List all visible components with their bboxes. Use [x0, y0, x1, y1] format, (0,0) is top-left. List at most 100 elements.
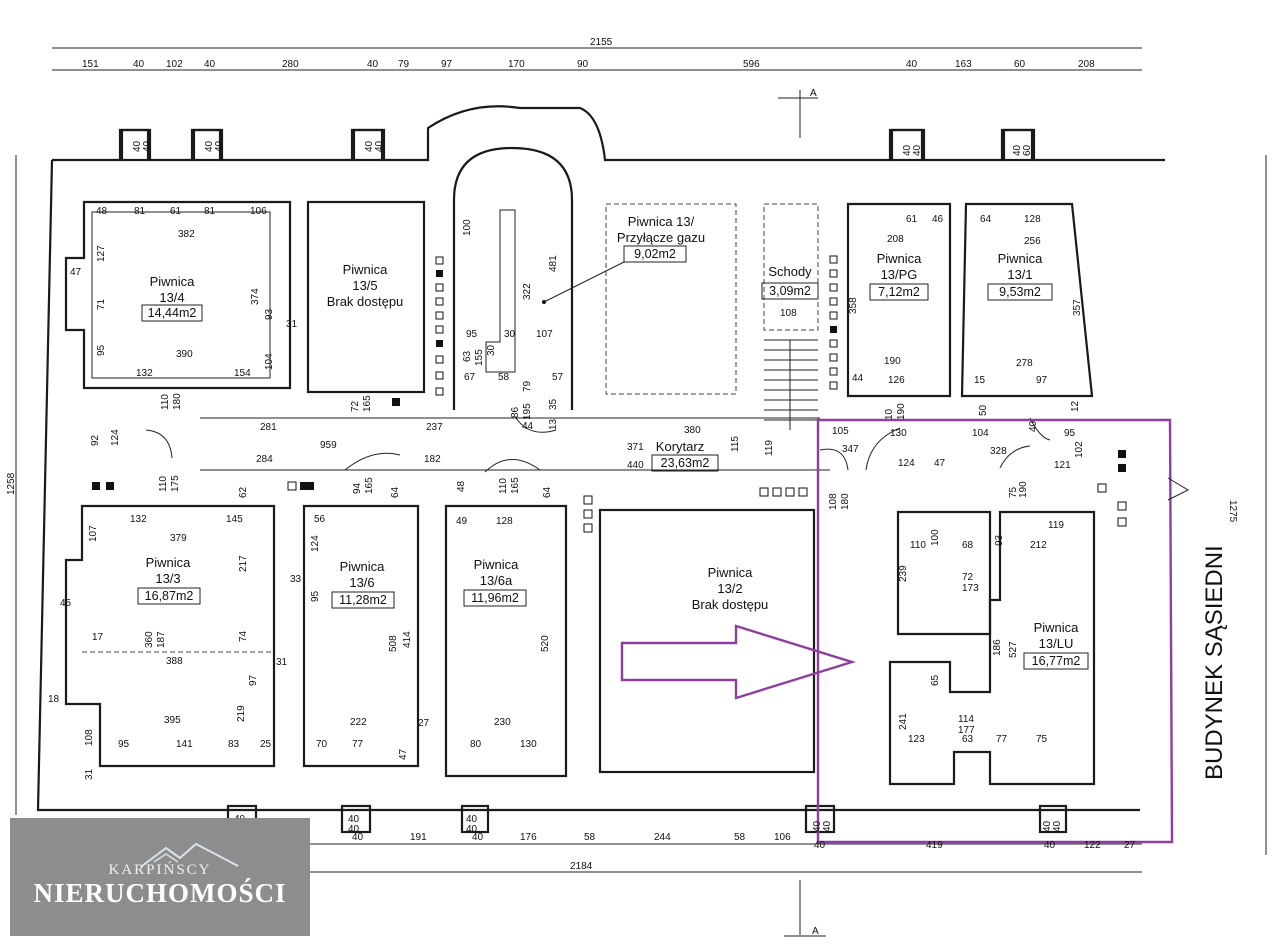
- dim-interior: 95: [1064, 428, 1076, 439]
- dim-interior: 100: [930, 529, 941, 546]
- dim-top: 102: [166, 59, 183, 70]
- logo-main-text: NIERUCHOMOŚCI: [33, 878, 287, 908]
- dim-interior: 10: [884, 408, 895, 420]
- dim-bottom: 244: [654, 832, 671, 843]
- dim-top: 90: [577, 59, 589, 70]
- dim-interior: 379: [170, 533, 187, 544]
- dim-interior: 95: [118, 739, 130, 750]
- side-dimensions: 1258 1275: [6, 155, 1267, 855]
- dim-interior: 114: [958, 714, 974, 725]
- room-13-5-note: Brak dostępu: [327, 294, 404, 309]
- dim-interior: 128: [1024, 214, 1041, 225]
- interior-dimensions: 48 81 61 81 106 382 47 127 374 71 93 31 …: [48, 140, 1085, 835]
- dim-interior: 414: [402, 631, 413, 648]
- dim-interior: 92: [90, 434, 101, 446]
- room-13-3-name: Piwnica: [146, 555, 192, 570]
- dim-interior: 93: [264, 308, 275, 320]
- dim-interior: 108: [84, 729, 95, 746]
- room-13-6a-area: 11,96m2: [471, 591, 519, 605]
- dim-interior: 83: [228, 739, 240, 750]
- dim-interior: 347: [842, 444, 859, 455]
- dim-interior: 360: [144, 631, 155, 648]
- room-13-lu-area: 16,77m2: [1032, 654, 1081, 668]
- room-13-6-number: 13/6: [349, 575, 374, 590]
- dim-interior: 12: [1070, 400, 1081, 412]
- room-13-pg-area: 7,12m2: [878, 285, 920, 299]
- dim-interior: 110: [158, 476, 169, 492]
- dim-interior: 71: [96, 298, 107, 310]
- dim-interior: 175: [170, 475, 181, 492]
- dim-bottom-total: 2184: [570, 861, 593, 872]
- room-13-pg-number: 13/PG: [881, 267, 918, 282]
- dim-interior: 50: [978, 404, 989, 416]
- dim-bottom: 58: [734, 832, 746, 843]
- dim-interior: 358: [848, 297, 859, 314]
- dim-top: 79: [398, 59, 410, 70]
- dim-interior: 25: [260, 739, 272, 750]
- dim-interior: 40: [1028, 420, 1039, 432]
- markers: [92, 255, 1127, 533]
- dim-interior: 40: [902, 144, 913, 156]
- dim-interior: 108: [828, 493, 839, 510]
- dim-interior: 107: [88, 525, 99, 542]
- highlight-13-lu: [620, 418, 1174, 844]
- logo-top-text: KARPIŃSCY: [108, 862, 212, 878]
- room-13-lu-name: Piwnica: [1034, 620, 1080, 635]
- dim-interior: 44: [852, 373, 864, 384]
- dim-interior: 35: [548, 398, 559, 410]
- room-stairs-area: 3,09m2: [769, 284, 811, 298]
- dim-interior: 65: [930, 674, 941, 686]
- dim-top: 60: [1014, 59, 1026, 70]
- dim-interior: 15: [974, 375, 986, 386]
- dim-bottom: 40: [814, 840, 826, 851]
- vent-boxes: [120, 128, 1068, 834]
- dim-top: 97: [441, 59, 453, 70]
- dim-interior: 40: [1052, 820, 1063, 832]
- dim-interior: 165: [510, 477, 521, 494]
- dim-interior: 17: [92, 632, 104, 643]
- dim-interior: 110: [498, 478, 509, 494]
- dim-interior: 239: [898, 565, 909, 582]
- dim-interior: 108: [780, 308, 797, 319]
- dim-bottom: 40: [472, 832, 484, 843]
- room-13-6a-number: 13/6a: [480, 573, 513, 588]
- dim-interior: 190: [1018, 481, 1029, 498]
- dim-interior: 61: [906, 214, 918, 225]
- dim-interior: 100: [462, 219, 473, 236]
- room-corridor-area: 23,63m2: [661, 456, 710, 470]
- dim-interior: 40: [466, 814, 478, 825]
- dim-interior: 195: [522, 403, 533, 420]
- dim-interior: 380: [684, 425, 701, 436]
- dim-interior: 58: [498, 372, 510, 383]
- dim-interior: 180: [172, 393, 183, 410]
- dim-top: 40: [906, 59, 918, 70]
- room-13-2-name: Piwnica: [708, 565, 754, 580]
- dim-interior: 86: [510, 406, 521, 418]
- dim-interior: 130: [890, 428, 907, 439]
- dim-top: 40: [133, 59, 145, 70]
- dim-interior: 57: [552, 372, 564, 383]
- dim-interior: 93: [994, 534, 1005, 546]
- dim-interior: 64: [390, 486, 401, 498]
- dim-interior: 115: [730, 436, 741, 452]
- dim-interior: 177: [958, 725, 975, 736]
- room-13-pg-name: Piwnica: [877, 251, 923, 266]
- dim-interior: 75: [1008, 486, 1019, 498]
- dim-interior: 64: [980, 214, 992, 225]
- dim-top: 170: [508, 59, 525, 70]
- outer-walls: [36, 105, 1165, 812]
- dim-interior: 190: [884, 356, 901, 367]
- dim-bottom: 27: [1124, 840, 1136, 851]
- dim-interior: 322: [522, 283, 533, 300]
- dim-interior: 219: [236, 705, 247, 722]
- dim-interior: 382: [178, 229, 195, 240]
- dim-interior: 395: [164, 715, 181, 726]
- dim-interior: 56: [314, 514, 326, 525]
- dim-interior: 190: [896, 403, 907, 420]
- room-13-4-name: Piwnica: [150, 274, 196, 289]
- dim-interior: 33: [290, 574, 302, 585]
- dim-interior: 40: [132, 140, 143, 152]
- dim-interior: 40: [364, 140, 375, 152]
- dim-interior: 44: [522, 421, 534, 432]
- dim-interior: 48: [456, 480, 467, 492]
